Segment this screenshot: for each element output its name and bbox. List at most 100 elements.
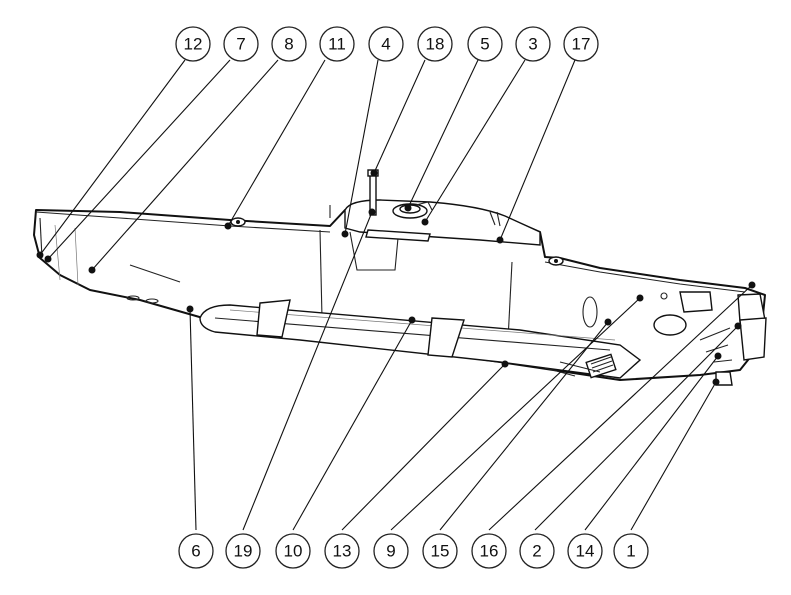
grille — [585, 353, 617, 379]
callout-13-label: 13 — [333, 542, 352, 561]
dot-1 — [712, 378, 720, 386]
callout-18: 18 — [417, 26, 453, 62]
leader-3 — [424, 59, 526, 223]
callout-19: 19 — [225, 533, 261, 569]
callout-7: 7 — [223, 26, 259, 62]
callout-1-label: 1 — [626, 542, 635, 561]
dot-18 — [370, 169, 378, 177]
dot-8 — [88, 266, 96, 274]
target-dots — [36, 169, 756, 386]
sponson-upper-seam — [229, 309, 616, 341]
bow-side-line — [129, 264, 181, 283]
callout-14-label: 14 — [576, 542, 595, 561]
callout-17: 17 — [563, 26, 599, 62]
callout-9: 9 — [373, 533, 409, 569]
tower-front — [349, 231, 399, 271]
callout-6: 6 — [178, 533, 214, 569]
callout-10-label: 10 — [284, 542, 303, 561]
stern-thruster-lower — [739, 317, 767, 361]
dot-14 — [714, 352, 722, 360]
leader-16 — [488, 284, 753, 531]
cleat-fwd — [230, 217, 246, 227]
callout-4-label: 4 — [381, 35, 390, 54]
callout-15: 15 — [422, 533, 458, 569]
leader-17 — [499, 59, 576, 241]
submarine-illustration — [33, 169, 767, 386]
callout-19-label: 19 — [234, 542, 253, 561]
stern-pod — [653, 314, 687, 336]
callout-18-label: 18 — [426, 35, 445, 54]
leader-2 — [534, 325, 739, 531]
leader-7 — [47, 59, 231, 260]
port-vent-2 — [145, 298, 159, 304]
callout-16: 16 — [471, 533, 507, 569]
leader-1 — [630, 381, 717, 531]
callout-1: 1 — [613, 533, 649, 569]
callout-7-label: 7 — [236, 35, 245, 54]
leader-12 — [39, 59, 186, 256]
leader-4 — [344, 59, 379, 235]
hatch-hinge — [415, 201, 433, 211]
callout-17-label: 17 — [572, 35, 591, 54]
leader-18 — [373, 59, 426, 174]
deck-line-aft — [544, 261, 746, 293]
dot-4 — [341, 230, 349, 238]
deck-line — [35, 211, 331, 233]
leader-lines — [39, 59, 753, 531]
callout-5-label: 5 — [480, 35, 489, 54]
dot-10 — [408, 316, 416, 324]
dot-16 — [748, 281, 756, 289]
fin-aft — [427, 317, 465, 358]
tower-bridge-plate — [365, 229, 431, 242]
callout-10: 10 — [275, 533, 311, 569]
dot-9 — [636, 294, 644, 302]
callouts-bottom: 6 19 10 13 9 15 16 2 — [178, 533, 649, 569]
leader-14 — [584, 355, 719, 531]
dot-6 — [186, 305, 194, 313]
leader-10 — [292, 319, 413, 531]
callout-5: 5 — [467, 26, 503, 62]
stern-rudder-lines — [699, 327, 733, 363]
leader-15 — [439, 321, 609, 531]
leader-13 — [341, 363, 506, 531]
dot-19 — [368, 208, 376, 216]
stern-housing — [679, 291, 713, 313]
callout-8: 8 — [271, 26, 307, 62]
leader-19 — [242, 211, 373, 531]
dot-17 — [496, 236, 504, 244]
dot-5 — [404, 204, 412, 212]
dot-2 — [734, 322, 742, 330]
callout-3: 3 — [515, 26, 551, 62]
dot-13 — [501, 360, 509, 368]
dot-12 — [36, 251, 44, 259]
aft-port-window — [582, 296, 598, 328]
callout-11-label: 11 — [328, 35, 346, 54]
callout-8-label: 8 — [284, 35, 293, 54]
leader-6 — [189, 308, 197, 531]
bow-stem-line — [39, 217, 43, 259]
callout-9-label: 9 — [386, 542, 395, 561]
callout-4: 4 — [368, 26, 404, 62]
side-sponson — [199, 304, 642, 379]
leader-9 — [390, 297, 641, 531]
leader-8 — [91, 59, 279, 271]
leader-5 — [407, 59, 479, 209]
dot-7 — [44, 255, 52, 263]
dot-15 — [604, 318, 612, 326]
tower-fittings — [489, 211, 501, 227]
callouts-top: 12 7 8 11 4 18 5 3 — [175, 26, 599, 62]
mid-frame-line — [319, 229, 323, 319]
aft-frame-line — [507, 261, 513, 341]
dot-3 — [421, 218, 429, 226]
leader-11 — [227, 59, 326, 227]
callout-2-label: 2 — [532, 542, 541, 561]
callout-3-label: 3 — [528, 35, 537, 54]
callout-15-label: 15 — [431, 542, 450, 561]
fin-forward — [256, 299, 291, 338]
callout-13: 13 — [324, 533, 360, 569]
callout-16-label: 16 — [480, 542, 499, 561]
callout-14: 14 — [567, 533, 603, 569]
dot-11 — [224, 222, 232, 230]
